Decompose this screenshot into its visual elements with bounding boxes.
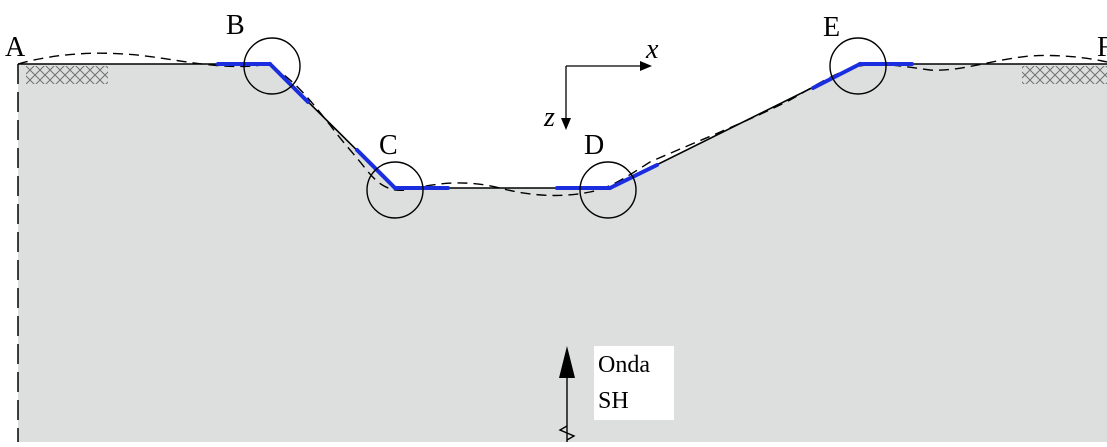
label-c: C [379, 130, 398, 161]
ground-region [18, 64, 1107, 442]
circle-b [243, 37, 301, 95]
label-a: A [5, 32, 26, 63]
z-axis-label: z [543, 102, 555, 133]
corner-circles [243, 37, 887, 219]
ground-hatch-right [1022, 66, 1107, 84]
element-d-slope [608, 163, 659, 190]
x-axis-label: x [645, 34, 659, 65]
x-axis-arrow [640, 61, 652, 71]
wave-arrowhead [559, 346, 575, 378]
circle-e [829, 37, 887, 95]
element-e-slope [811, 62, 862, 90]
wave-label-line2: SH [598, 388, 629, 414]
sh-wave-arrow [558, 346, 576, 442]
ground-hatch-left [26, 66, 108, 84]
z-axis-arrow [561, 118, 571, 130]
wave-label-box [594, 346, 674, 420]
circle-d [579, 161, 637, 219]
wave-label-line1: Onda [598, 352, 650, 378]
label-b: B [226, 10, 245, 41]
circle-c [366, 161, 424, 219]
wave-break-mark [558, 425, 576, 441]
label-d: D [584, 130, 604, 161]
coordinate-axes [561, 61, 652, 130]
label-e: E [823, 12, 840, 43]
label-f: F [1097, 32, 1107, 63]
element-b-slope [268, 62, 310, 104]
